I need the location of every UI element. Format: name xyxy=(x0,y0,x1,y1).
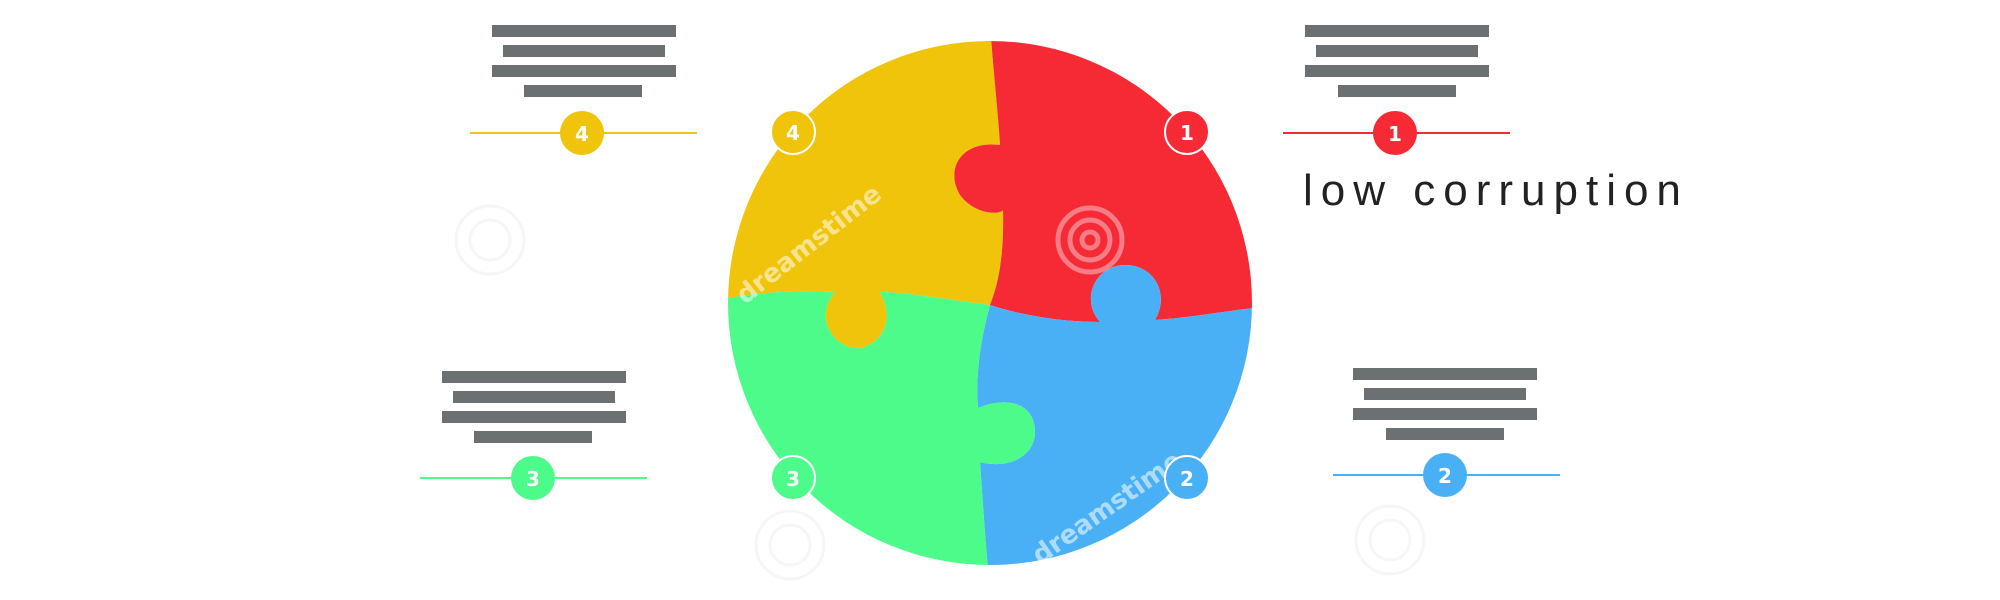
watermark xyxy=(454,204,1426,581)
piece-marker-1-label: 1 xyxy=(1180,121,1194,145)
piece-marker-2-label: 2 xyxy=(1180,467,1194,491)
piece-marker-1: 1 xyxy=(1164,109,1210,155)
callout-1-number: 1 xyxy=(1388,122,1402,146)
callout-3-text-bars xyxy=(442,371,626,443)
callout-3: 3 xyxy=(420,371,647,500)
callout-4-text-bars xyxy=(492,25,676,97)
callout-3-number: 3 xyxy=(526,467,540,491)
callout-1-caption: low corruption xyxy=(1303,166,1689,215)
piece-marker-4: 4 xyxy=(770,109,816,155)
callout-4-badge xyxy=(560,111,604,155)
callout-1-badge xyxy=(1373,111,1417,155)
callout-2-number: 2 xyxy=(1438,464,1452,488)
callout-2-text-bars xyxy=(1353,368,1537,440)
piece-marker-2: 2 xyxy=(1164,455,1210,501)
callout-2-badge xyxy=(1423,453,1467,497)
piece-marker-3-label: 3 xyxy=(786,467,800,491)
center-swirl-logo xyxy=(1055,205,1125,275)
callout-4: 4 xyxy=(470,25,697,155)
callout-4-number: 4 xyxy=(575,122,589,146)
callout-1-text-bars xyxy=(1305,25,1489,97)
callout-1: 1 low corruption xyxy=(1283,25,1689,215)
callout-2: 2 xyxy=(1333,368,1560,497)
callout-3-badge xyxy=(511,456,555,500)
piece-marker-4-label: 4 xyxy=(786,121,800,145)
piece-marker-3: 3 xyxy=(770,455,816,501)
